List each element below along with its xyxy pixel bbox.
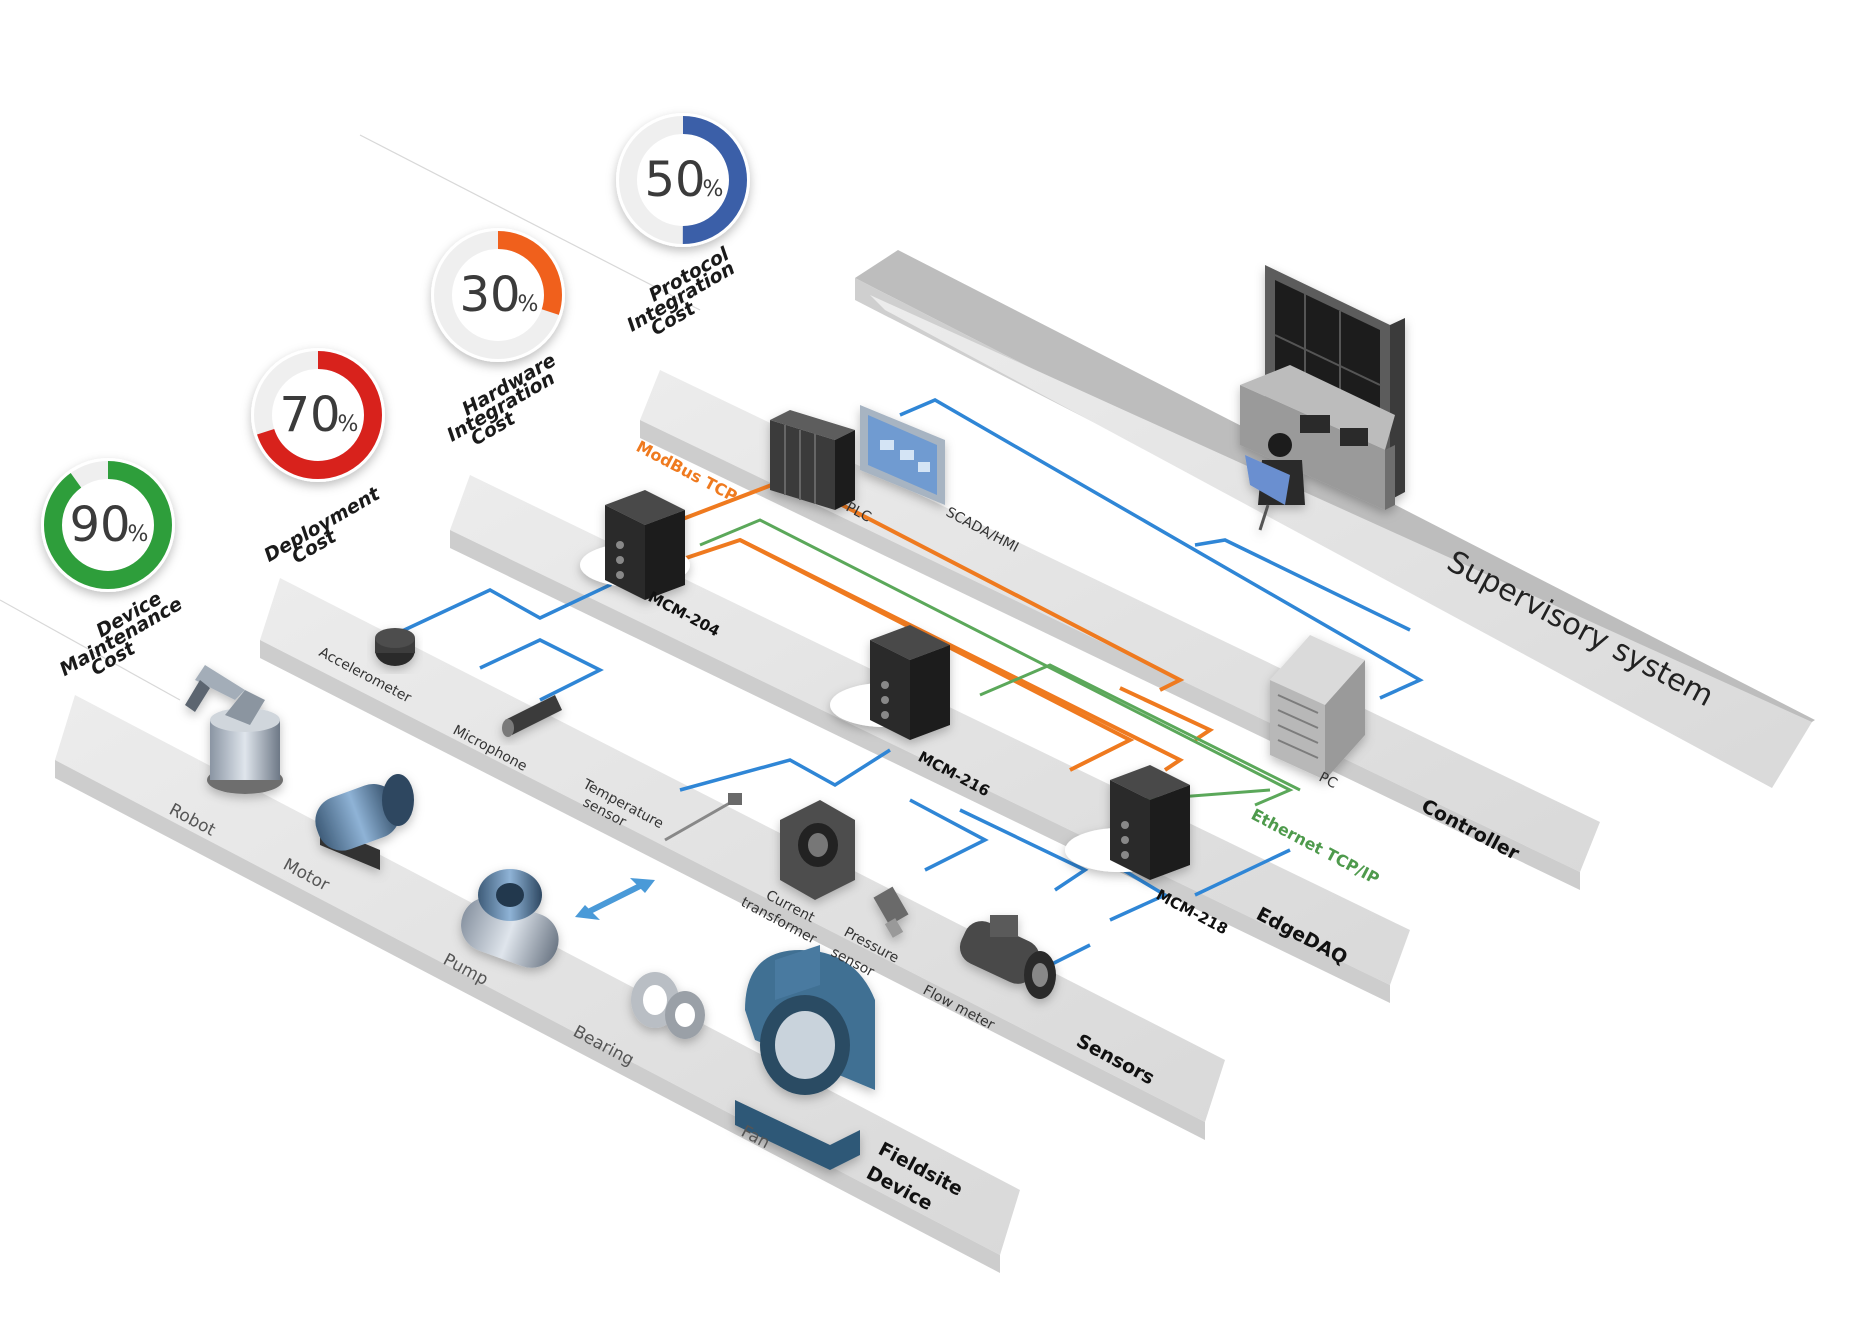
robot-icon [185, 665, 283, 794]
pc-server-icon [1270, 635, 1365, 780]
mcm-216-module-icon [830, 625, 950, 740]
panel-fieldsite [55, 695, 1020, 1273]
panel-sensors [260, 578, 1225, 1140]
flow-meter-icon [959, 915, 1056, 999]
bearing-icon [631, 972, 705, 1039]
donut-arc [44, 461, 172, 589]
mcm-218-module-icon [1065, 765, 1190, 880]
donut-percent-value: 50 [644, 152, 705, 208]
scada-hmi-icon [860, 405, 945, 505]
cost-indicator-0: 90% [41, 458, 175, 592]
mcm-204-module-icon [580, 490, 690, 600]
operator-head-icon [1268, 433, 1292, 457]
panel-supervisory [855, 250, 1815, 788]
donut-percent-unit: % [128, 522, 149, 547]
microphone-icon [502, 695, 562, 737]
layer-panels [55, 250, 1815, 1273]
modbus-links [679, 475, 1215, 772]
donut-percent-unit: % [703, 177, 724, 202]
donut-arc [434, 231, 562, 359]
donut-percent-unit: % [338, 412, 359, 437]
panel-controller [640, 370, 1600, 890]
cost-indicator-3: 50% [616, 113, 750, 247]
plc-device-icon [770, 410, 855, 510]
guide-lines [0, 134, 701, 701]
donut-percent-value: 90 [69, 497, 130, 553]
temperature-sensor-icon [664, 793, 742, 842]
donut-percent-value: 30 [459, 267, 520, 323]
double-arrow-icon [575, 878, 655, 920]
control-room-console [1240, 265, 1405, 531]
donut-arc [254, 351, 382, 479]
cost-indicator-1: 70% [251, 348, 385, 482]
cost-indicator-2: 30% [431, 228, 565, 362]
donut-arc [619, 116, 747, 244]
pc-label: PC [1316, 769, 1340, 792]
current-transformer-icon [780, 800, 855, 900]
motor-icon [315, 774, 414, 870]
sensor-links [399, 398, 1424, 967]
fan-icon [735, 945, 875, 1170]
donut-percent-value: 70 [279, 387, 340, 443]
pump-icon [461, 869, 559, 968]
donut-percent-unit: % [518, 292, 539, 317]
accelerometer-icon [375, 628, 415, 666]
pressure-sensor-icon [873, 886, 909, 938]
